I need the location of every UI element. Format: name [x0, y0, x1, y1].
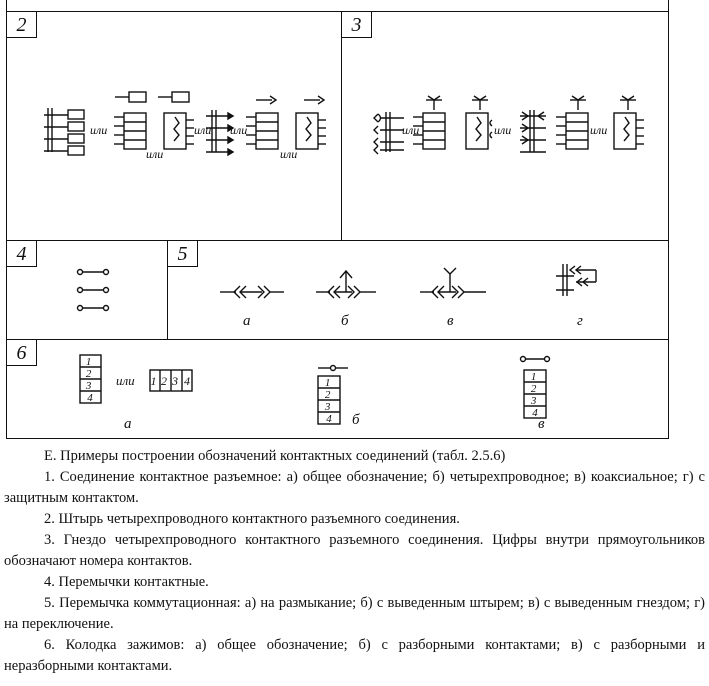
- jumper-switch-b: [316, 269, 376, 299]
- jumper-contacts: [76, 268, 110, 312]
- panel-5-number: 5: [168, 241, 198, 267]
- pin-block-c: [158, 91, 194, 150]
- caption-item-1: 1. Соединение контактное разъемное: а) о…: [4, 469, 705, 506]
- ili-label-3e: или: [590, 123, 607, 137]
- jumper-switch-c: [420, 267, 486, 299]
- caption-item-6: 6. Колодка зажимов: а) общее обозначение…: [4, 637, 705, 674]
- socket-block-f: [613, 95, 644, 150]
- terminal-digits-vertical: 1 2 3 4: [85, 356, 94, 404]
- jumper-switch-a: [220, 285, 284, 299]
- caption: Е. Примеры построении обозначений контак…: [4, 446, 705, 677]
- label-5c: в: [447, 313, 454, 329]
- label-5b: б: [341, 313, 349, 329]
- terminal-block-mixed: [519, 355, 551, 419]
- ili-label-6: или: [116, 373, 135, 388]
- label-6c: в: [538, 416, 545, 432]
- label-6a: а: [124, 416, 132, 432]
- terminal-digits-horizontal: 1 2 3 4: [151, 374, 191, 388]
- pin-connector-a: [44, 108, 85, 156]
- ili-label-2a: или: [90, 123, 107, 137]
- socket-block-c: [465, 95, 493, 150]
- terminal-block-vertical: [79, 354, 102, 404]
- panel-6: 6: [6, 339, 669, 439]
- ili-label-2b: или: [146, 147, 163, 161]
- socket-block-e: [556, 95, 589, 150]
- ili-label-3c: или: [494, 123, 511, 137]
- terminal-digits-demountable: 1 2 3 4: [324, 377, 333, 425]
- caption-item-4: 4. Перемычки контактные.: [44, 574, 209, 590]
- caption-item-3: 3. Гнездо четырехпроводного контактного …: [4, 532, 705, 569]
- panel-2-number: 2: [7, 12, 37, 38]
- pin-block-b: [114, 91, 147, 150]
- label-6b: б: [352, 412, 360, 428]
- pin-block-e: [246, 95, 279, 150]
- socket-block-b: [413, 95, 446, 150]
- caption-title: Е. Примеры построении обозначений контак…: [44, 448, 506, 464]
- pin-connector-d: [206, 110, 235, 157]
- ili-label-2c: или: [194, 123, 211, 137]
- pin-block-f: [295, 95, 326, 150]
- socket-connector-a: [373, 112, 404, 155]
- label-5a: а: [243, 313, 251, 329]
- terminal-block-horizontal: [149, 369, 193, 392]
- panel-3-number: 3: [342, 12, 372, 38]
- terminal-block-demountable: [317, 364, 348, 425]
- caption-item-2: 2. Штырь четырехпроводного контактного р…: [44, 511, 460, 527]
- jumper-switch-d: [556, 264, 597, 296]
- panel-4-number: 4: [7, 241, 37, 267]
- panel-6-number: 6: [7, 340, 37, 366]
- ili-label-2e: или: [280, 147, 297, 161]
- caption-item-5: 5. Перемычка коммутационная: а) на размы…: [4, 595, 705, 632]
- terminal-digits-mixed: 1 2 3 4: [530, 371, 539, 419]
- socket-connector-d: [520, 110, 546, 153]
- symbols-drawing: или или или или или: [44, 91, 644, 432]
- ili-label-2d: или: [230, 123, 247, 137]
- label-5d: г: [577, 313, 583, 329]
